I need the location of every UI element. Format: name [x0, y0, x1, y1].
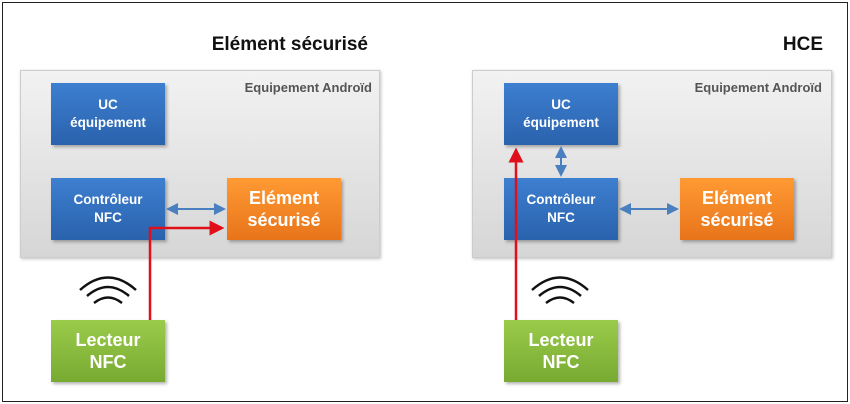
controller-line2: NFC	[94, 210, 122, 225]
left-wireless-icon	[79, 276, 137, 305]
left-reader-box: Lecteur NFC	[51, 320, 165, 382]
reader-line2: NFC	[542, 352, 580, 372]
left-red-path-arrow	[148, 220, 225, 320]
uc-line2: équipement	[523, 115, 599, 130]
controller-line1: Contrôleur	[73, 192, 143, 208]
right-uc-box: UC équipement	[504, 83, 618, 145]
right-title: HCE	[782, 34, 823, 55]
right-container-label: Equipement Androïd	[694, 80, 822, 95]
right-wireless-icon	[531, 276, 589, 305]
right-controller-box: Contrôleur NFC	[504, 178, 618, 240]
reader-line1: Lecteur	[528, 329, 594, 350]
se-line2: sécurisé	[700, 210, 774, 230]
left-secure-element-box: Elément sécurisé	[227, 178, 341, 240]
se-line1: Elément	[248, 187, 320, 208]
right-secure-element-box: Elément sécurisé	[680, 178, 794, 240]
uc-line1: UC	[551, 97, 571, 113]
se-line2: sécurisé	[247, 210, 321, 230]
left-title: Elément sécurisé	[211, 34, 368, 55]
se-line1: Elément	[701, 187, 773, 208]
uc-line1: UC	[98, 97, 118, 113]
reader-line1: Lecteur	[75, 329, 141, 350]
left-container-label: Equipement Androïd	[244, 80, 372, 95]
controller-line2: NFC	[547, 210, 575, 225]
uc-line2: équipement	[70, 115, 146, 130]
left-uc-box: UC équipement	[51, 83, 165, 145]
reader-line2: NFC	[89, 352, 127, 372]
left-controller-box: Contrôleur NFC	[51, 178, 165, 240]
right-reader-box: Lecteur NFC	[504, 320, 618, 382]
controller-line1: Contrôleur	[526, 192, 596, 208]
